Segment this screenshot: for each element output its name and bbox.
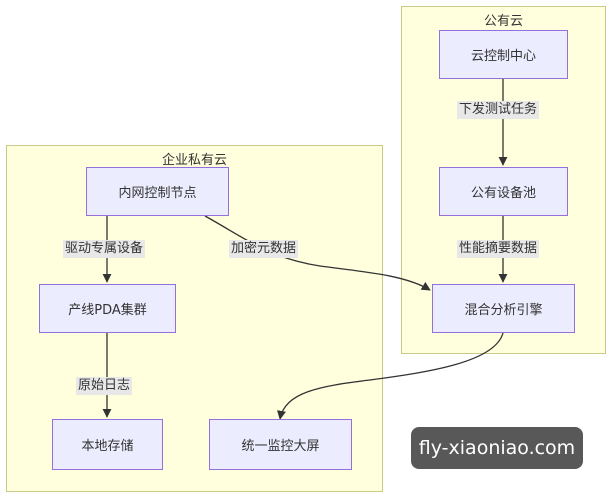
node-intranet-control-node: 内网控制节点 (86, 167, 229, 216)
edge-analysis-engine-to-monitoring-screen (277, 332, 504, 420)
node-cloud-control-center: 云控制中心 (439, 30, 568, 79)
node-unified-monitoring-screen: 统一监控大屏 (209, 419, 352, 470)
watermark-badge: fly-xiaoniao.com (411, 427, 583, 469)
edge-label-dispatch-test-tasks: 下发测试任务 (457, 101, 540, 119)
public-cloud-cluster-title: 公有云 (483, 14, 523, 29)
edge-label-performance-summary-data: 性能摘要数据 (457, 240, 540, 258)
edge-label-drive-dedicated-devices: 驱动专属设备 (63, 240, 146, 258)
node-production-pda-cluster: 产线PDA集群 (39, 284, 176, 333)
node-local-storage: 本地存储 (52, 419, 163, 470)
node-hybrid-analysis-engine: 混合分析引擎 (432, 284, 575, 333)
private-cloud-cluster-title: 企业私有云 (161, 153, 227, 168)
edge-label-encrypted-metadata: 加密元数据 (229, 240, 299, 258)
edge-intranet-node-to-analysis-engine (204, 215, 431, 291)
edge-label-raw-logs: 原始日志 (76, 377, 133, 395)
node-public-device-pool: 公有设备池 (439, 167, 568, 216)
